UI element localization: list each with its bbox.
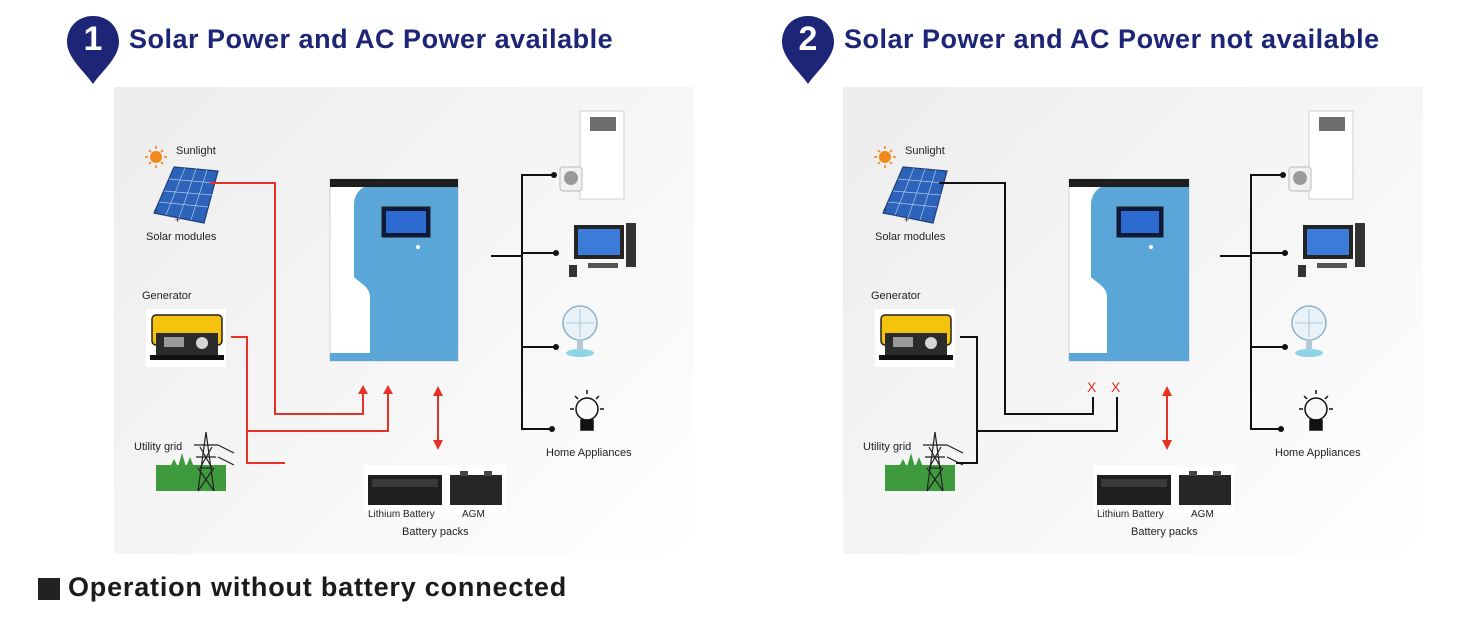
panel-number: 1 (83, 20, 103, 58)
polarity-plus-label: + (904, 215, 910, 225)
disconnect-cross-a: X (1087, 379, 1097, 395)
solar-panel-icon (882, 166, 948, 224)
location-pin-icon (782, 16, 834, 84)
home-appliances-label: Home Appliances (1275, 447, 1361, 459)
panel-title: Solar Power and AC Power available (129, 24, 614, 54)
power-tower-icon (156, 431, 235, 492)
battery-icon (1093, 465, 1235, 513)
lithium-battery-label: Lithium Battery (368, 509, 435, 520)
generator-label: Generator (142, 290, 192, 302)
location-pin-icon (67, 16, 119, 84)
solar-modules-label: Solar modules (146, 231, 217, 243)
disconnect-cross-b: X (1111, 379, 1121, 395)
agm-label: AGM (1191, 509, 1214, 520)
sun-icon (145, 146, 167, 168)
inverter-icon (1068, 178, 1190, 362)
solar-modules-label: Solar modules (875, 231, 946, 243)
air-conditioner-icon (1288, 110, 1354, 200)
panel-number: 2 (798, 20, 818, 58)
generator-label: Generator (871, 290, 921, 302)
square-bullet-icon (38, 578, 60, 600)
sunlight-label: Sunlight (905, 145, 945, 157)
battery-icon (364, 465, 506, 513)
utility-grid-label: Utility grid (134, 441, 183, 453)
diagram-panel-1: Sunlight - + Solar modules Generator Uti… (114, 87, 694, 554)
light-bulb-icon (1299, 390, 1333, 431)
sun-icon (874, 146, 896, 168)
agm-label: AGM (462, 509, 485, 520)
generator-icon (146, 309, 226, 367)
power-tower-icon (885, 431, 964, 492)
solar-panel-icon (153, 166, 219, 224)
computer-icon (1298, 223, 1365, 277)
utility-grid-label: Utility grid (863, 441, 912, 453)
battery-packs-label: Battery packs (402, 526, 469, 538)
panel-title: Solar Power and AC Power not available (844, 24, 1380, 54)
lithium-battery-label: Lithium Battery (1097, 509, 1164, 520)
generator-icon (875, 309, 955, 367)
sunlight-label: Sunlight (176, 145, 216, 157)
home-appliances-label: Home Appliances (546, 447, 632, 459)
battery-packs-label: Battery packs (1131, 526, 1198, 538)
polarity-minus-label: - (154, 204, 158, 216)
fan-icon (562, 305, 598, 357)
fan-icon (1291, 305, 1327, 357)
polarity-minus-label: - (883, 204, 887, 216)
computer-icon (569, 223, 636, 277)
polarity-plus-label: + (175, 215, 181, 225)
inverter-icon (329, 178, 459, 362)
diagram-panel-2: Sunlight - + Solar modules Generator Uti… (843, 87, 1423, 554)
air-conditioner-icon (559, 110, 625, 200)
light-bulb-icon (570, 390, 604, 431)
section-heading-text: Operation without battery connected (68, 572, 568, 602)
